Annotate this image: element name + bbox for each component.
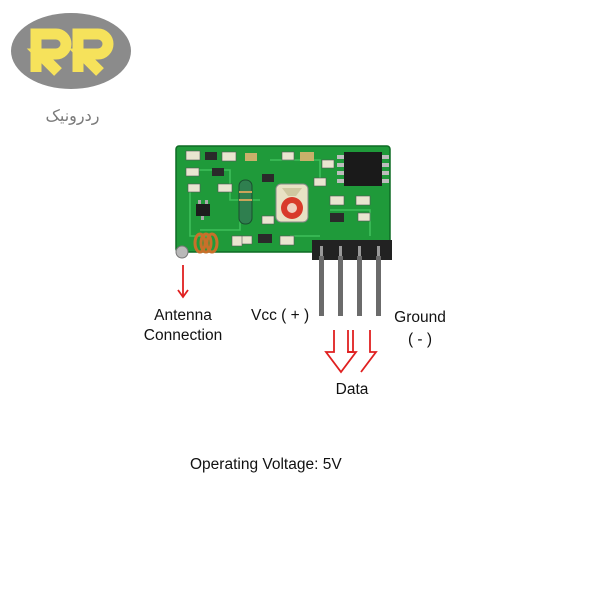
data-arrow [324,330,378,374]
pin-header [312,240,392,316]
antenna-connection-label: Antenna Connection [133,306,233,346]
logo-letters [26,28,114,76]
data-label: Data [335,381,369,398]
antenna-arrow [177,265,189,299]
inductor [238,179,253,225]
ic-chip [337,152,389,186]
smd-components [185,150,371,246]
vcc-label: Vcc ( + ) [251,307,310,324]
brand-name: ردرونیک [45,106,100,125]
vcc-pin [319,256,324,316]
antenna-coil [175,232,243,259]
trimmer-coil [275,183,309,223]
ground-sign-label: ( - ) [407,331,433,348]
ground-pin [376,256,381,316]
data-pin-2 [357,256,362,316]
antenna-label-line1: Antenna [154,307,212,324]
ground-label: Ground [394,309,446,326]
data-pin-1 [338,256,343,316]
company-logo [11,13,131,89]
operating-voltage-label: Operating Voltage: 5V [190,456,342,473]
antenna-label-line2: Connection [143,327,223,344]
